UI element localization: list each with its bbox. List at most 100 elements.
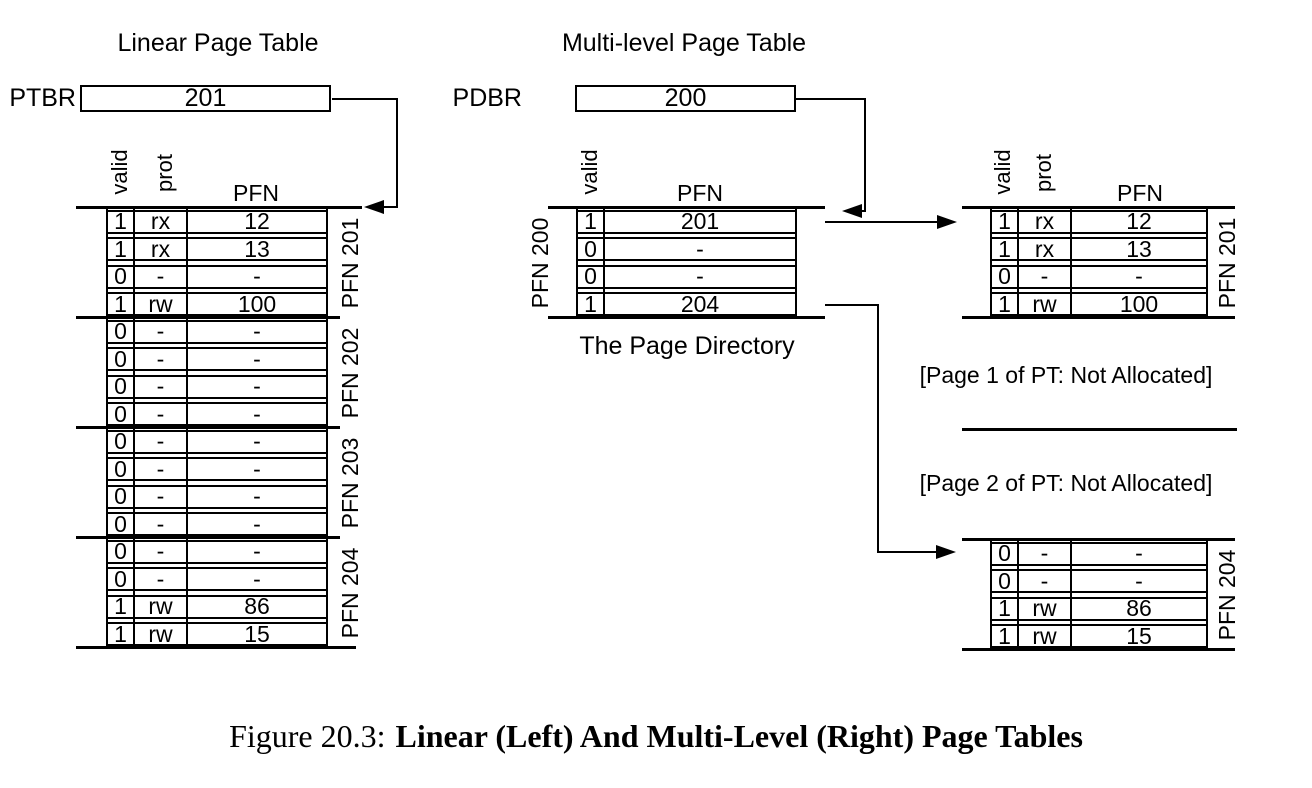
pte-prot-value: rw <box>135 622 188 645</box>
pde-row: 0 - <box>576 264 797 289</box>
pte-row: 0 - - <box>106 345 328 372</box>
pfn-group: PFN 204 0 - - 0 - - 1 rw 86 1 <box>106 538 363 648</box>
pte-valid-value: 0 <box>108 347 135 370</box>
pte-row: 0 - - <box>990 264 1208 289</box>
pte-prot-value: - <box>135 375 188 398</box>
pte-valid-value: 0 <box>108 320 135 343</box>
pte-prot-value: - <box>135 540 188 563</box>
pte-row: 0 - - <box>106 264 328 289</box>
pte-valid-value: 0 <box>108 485 135 508</box>
pte-row: 0 - - <box>106 567 328 592</box>
pte-valid-value: 1 <box>108 622 135 645</box>
pte-prot-value: rw <box>135 595 188 618</box>
pte-valid-value: 0 <box>108 402 135 425</box>
pte-valid-value: 0 <box>108 375 135 398</box>
pt-page0-table: PFN 201 1 rx 12 1 rx 13 0 - - 1 rw 100 <box>990 208 1240 318</box>
pte-valid-value: 0 <box>108 265 135 288</box>
pte-valid-value: 1 <box>108 237 135 260</box>
pte-valid-value: 0 <box>992 542 1019 565</box>
pt-page1-not-allocated-note: [Page 1 of PT: Not Allocated] <box>919 362 1213 388</box>
pte-row: 1 rx 13 <box>990 237 1208 262</box>
pte-row: 0 - - <box>106 318 328 345</box>
pte-valid-value: 0 <box>108 567 135 590</box>
page-directory-entries: PFN 200 1 201 0 - 0 - 1 204 <box>527 208 797 318</box>
pde-valid-value: 0 <box>578 237 605 260</box>
column-line <box>1070 540 1072 650</box>
pte-row: 0 - - <box>990 541 1208 566</box>
pte-pfn-value: 100 <box>237 290 277 317</box>
pte-pfn-value: - <box>253 428 261 455</box>
pde-valid-value: 1 <box>578 210 605 233</box>
column-line <box>990 208 992 318</box>
column-line <box>576 208 578 318</box>
pte-prot-value: rx <box>1019 237 1072 260</box>
pte-prot-value: rw <box>1019 597 1072 620</box>
page-directory-pfn-label: PFN 200 <box>527 217 553 309</box>
column-line <box>1206 540 1208 650</box>
pte-pfn-value: - <box>1135 567 1143 594</box>
ptbr-arrow <box>332 98 398 214</box>
pt-page2-not-allocated-note: [Page 2 of PT: Not Allocated] <box>919 470 1213 496</box>
pte-pfn-value: - <box>253 455 261 482</box>
pte-prot-value: rx <box>135 210 188 233</box>
pdbr-label: PDBR <box>452 84 522 112</box>
linear-header-prot: prot <box>152 154 177 192</box>
group-boundary-line <box>962 538 1235 541</box>
group-boundary-line <box>548 206 825 209</box>
multi-level-page-table-title: Multi-level Page Table <box>561 29 807 57</box>
pte-pfn-value: - <box>253 345 261 372</box>
group-boundary-line <box>962 316 1235 319</box>
ptbr-box: 201 <box>80 84 331 112</box>
pte-valid-value: 1 <box>992 237 1019 260</box>
pte-row: 1 rx 12 <box>106 208 328 235</box>
pte-valid-value: 1 <box>108 595 135 618</box>
column-line <box>1206 208 1208 318</box>
pde-row: 1 201 <box>576 209 797 234</box>
pte-row: 0 - - <box>106 428 328 455</box>
pdbr-box: 200 <box>575 84 796 112</box>
pte-valid-value: 1 <box>992 624 1019 647</box>
page-directory-caption: The Page Directory <box>579 332 795 360</box>
pte-pfn-value: 12 <box>244 208 270 235</box>
pte-prot-value: rx <box>1019 210 1072 233</box>
pte-row: 1 rw 86 <box>106 594 328 619</box>
pt-page0-entries: PFN 201 1 rx 12 1 rx 13 0 - - 1 rw 100 <box>990 208 1240 318</box>
group-boundary-line <box>76 646 356 649</box>
pte-prot-value: - <box>135 320 188 343</box>
group-boundary-line <box>76 426 340 429</box>
pde-row: 0 - <box>576 237 797 262</box>
pte-pfn-value: - <box>253 510 261 537</box>
pte-pfn-value: - <box>253 483 261 510</box>
group-boundary-line <box>76 316 340 319</box>
pfn-group: PFN 201 1 rx 12 1 rx 13 0 - - 1 <box>106 208 363 318</box>
column-line <box>603 208 605 318</box>
figure-caption-title: Linear (Left) And Multi-Level (Right) Pa… <box>395 718 1083 754</box>
pte-pfn-value: - <box>253 318 261 345</box>
group-boundary-line <box>76 536 340 539</box>
pte-row: 0 - - <box>106 538 328 565</box>
pte-prot-value: rw <box>135 292 188 315</box>
pte-valid-value: 0 <box>108 457 135 480</box>
pte-valid-value: 0 <box>108 512 135 535</box>
pte-pfn-value: 86 <box>1126 595 1152 622</box>
pde-row: 1 204 <box>576 290 797 317</box>
pte-prot-value: rw <box>1019 624 1072 647</box>
linear-header-valid: valid <box>107 149 132 195</box>
pte-valid-value: 1 <box>992 597 1019 620</box>
pfn-group: PFN 202 0 - - 0 - - 0 - - 0 <box>106 318 363 428</box>
pde-pfn-value: 204 <box>680 290 720 317</box>
pte-valid-value: 1 <box>108 210 135 233</box>
column-line <box>795 208 797 318</box>
pte-pfn-value: - <box>253 538 261 565</box>
pte-prot-value: - <box>1019 265 1072 288</box>
column-line <box>1070 208 1072 318</box>
group-boundary-line <box>962 648 1235 651</box>
pte-row: 1 rw 15 <box>990 624 1208 649</box>
group-boundary-line <box>76 206 362 209</box>
pte-row: 1 rw 100 <box>990 292 1208 317</box>
pte-prot-value: - <box>135 430 188 453</box>
pte-row: 1 rw 100 <box>106 290 328 317</box>
pfn-group-label: PFN 203 <box>337 437 363 529</box>
pt-page0-header-prot: prot <box>1031 154 1056 192</box>
